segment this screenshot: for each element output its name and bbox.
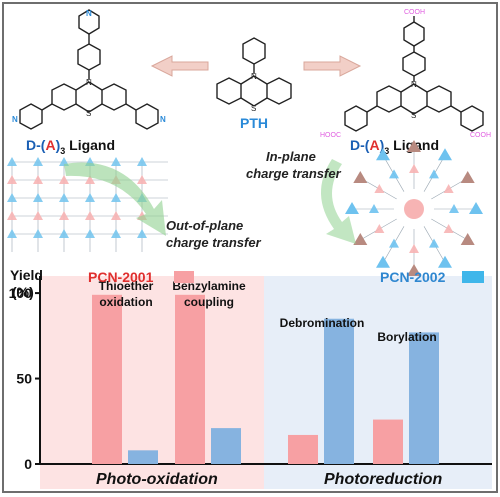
out-of-plane-label-line2: charge transfer bbox=[166, 235, 262, 250]
pcn-2002-framework-image bbox=[345, 140, 483, 276]
category-label: Thioether bbox=[99, 279, 154, 293]
pth-atom-s: S bbox=[251, 104, 256, 113]
legend-pcn-2002-swatch bbox=[462, 271, 484, 283]
y-axis-label-line2: (%) bbox=[12, 284, 34, 300]
left-arrow-icon bbox=[150, 55, 209, 77]
left-ligand-atom-n-top: N bbox=[86, 9, 92, 18]
bar-pcn-2001-2 bbox=[288, 434, 318, 464]
right-ligand-cooh-right: COOH bbox=[470, 132, 491, 139]
right-ligand-cooh-top: COOH bbox=[404, 9, 425, 16]
pth-structure bbox=[216, 37, 292, 107]
group-label-photoreduction: Photoreduction bbox=[324, 471, 442, 488]
bar-pcn-2002-3 bbox=[409, 332, 439, 464]
right-ligand-label: D-(A)3 Ligand bbox=[350, 137, 439, 156]
right-ligand-structure bbox=[344, 16, 484, 132]
group-label-photo-oxidation: Photo-oxidation bbox=[96, 471, 218, 488]
category-label: Borylation bbox=[377, 330, 436, 344]
y-tick-label: 100 bbox=[9, 285, 33, 301]
bar-pcn-2001-3 bbox=[373, 419, 403, 464]
right-ligand-hooc-left: HOOC bbox=[320, 132, 341, 139]
bar-pcn-2001-1 bbox=[175, 294, 205, 464]
in-plane-label-line1: In-plane bbox=[266, 149, 316, 164]
photoreduction-label-band bbox=[264, 464, 492, 489]
left-ligand-structure bbox=[19, 9, 159, 130]
pcn-2001-framework-image bbox=[7, 157, 168, 252]
bar-pcn-2002-2 bbox=[324, 318, 354, 464]
figure-canvas: N N S N N D-(A)3 Ligand N S PTH bbox=[7, 9, 492, 489]
y-tick-label: 0 bbox=[24, 456, 32, 472]
category-label: oxidation bbox=[99, 295, 152, 309]
pth-atom-n: N bbox=[251, 72, 257, 81]
in-plane-label-line2: charge transfer bbox=[246, 166, 342, 181]
right-ligand-atom-n: N bbox=[411, 80, 417, 89]
y-tick-label: 50 bbox=[16, 371, 32, 387]
right-ligand-atom-s: S bbox=[411, 111, 416, 120]
bar-pcn-2001-0 bbox=[92, 294, 122, 464]
left-ligand-atom-n-right: N bbox=[160, 115, 166, 124]
right-arrow-icon bbox=[303, 55, 362, 77]
in-plane-arrow-icon bbox=[320, 159, 356, 244]
pth-label: PTH bbox=[240, 115, 268, 131]
legend-pcn-2002-label: PCN-2002 bbox=[380, 269, 446, 285]
left-ligand-label: D-(A)3 Ligand bbox=[26, 137, 115, 156]
category-label: coupling bbox=[184, 295, 234, 309]
left-ligand-atom-n-core: N bbox=[86, 78, 92, 87]
left-ligand-atom-n-left: N bbox=[12, 115, 18, 124]
out-of-plane-label-line1: Out-of-plane bbox=[166, 218, 243, 233]
y-axis-label-line1: Yield bbox=[10, 267, 43, 283]
legend-pcn-2001-label: PCN-2001 bbox=[88, 269, 154, 285]
category-label: Debromination bbox=[280, 316, 365, 330]
left-ligand-atom-s: S bbox=[86, 109, 91, 118]
out-of-plane-arrow-icon bbox=[64, 162, 166, 236]
bar-pcn-2002-0 bbox=[128, 450, 158, 464]
legend-pcn-2001-swatch bbox=[174, 271, 194, 283]
photo-oxidation-label-band bbox=[40, 464, 264, 489]
bar-pcn-2002-1 bbox=[211, 428, 241, 464]
